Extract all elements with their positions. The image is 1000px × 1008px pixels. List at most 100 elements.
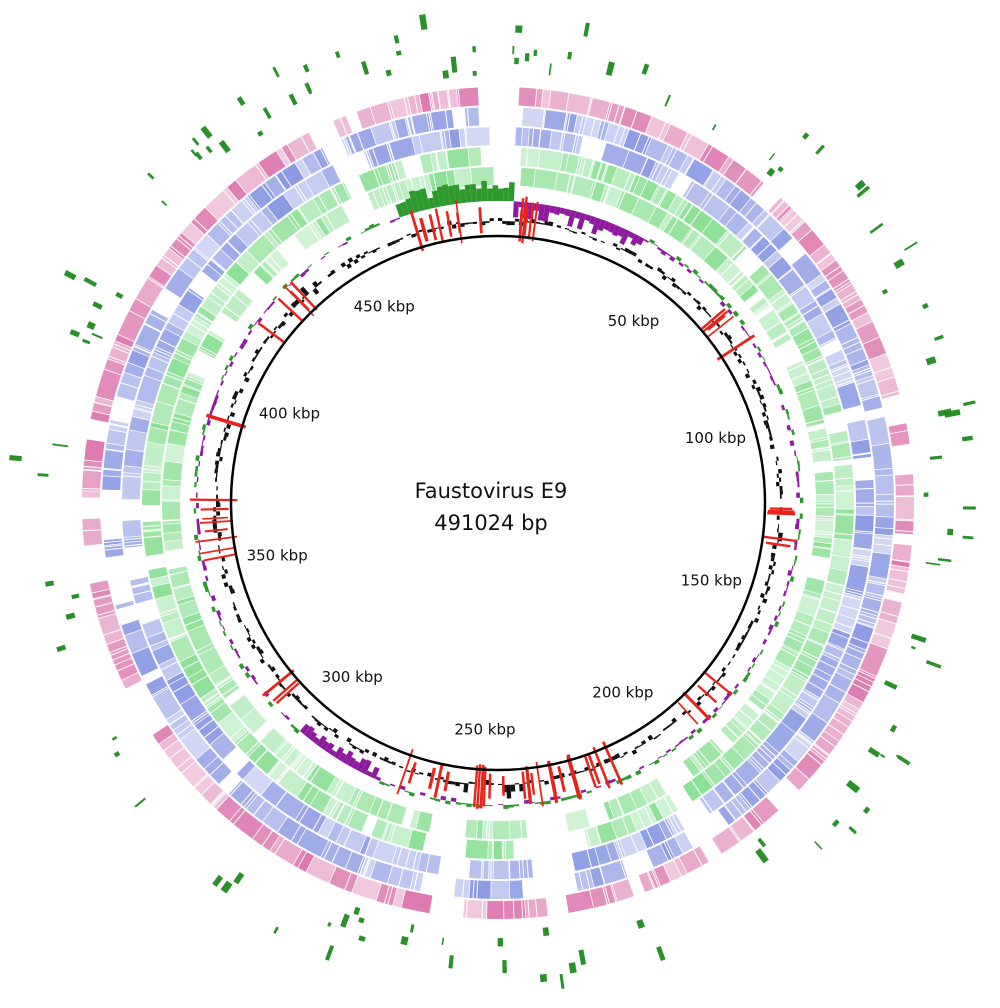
homology-segment [549,90,569,111]
segment-separator [168,565,187,570]
homology-segment [306,764,336,792]
outer-feature [409,924,415,933]
outer-feature [755,848,769,864]
homology-segment [515,127,523,146]
outer-feature [937,408,952,417]
skew-bar [656,246,663,252]
segment-separator [748,757,763,772]
skew-bar [559,207,566,215]
segment-separator [217,316,234,328]
homology-segment [605,102,625,124]
gc-bar [631,251,637,257]
skew-bar [597,219,607,232]
segment-separator [457,88,461,107]
gc-bar [778,477,782,482]
segment-separator [328,800,339,817]
highlight-line [455,212,461,234]
gc-bar [360,254,366,259]
segment-separator [840,290,857,301]
outer-feature [288,93,298,106]
gc-bar [506,784,512,799]
segment-separator [833,456,852,460]
segment-separator [429,112,434,131]
segment-separator [596,141,603,160]
skew-bar [666,252,672,257]
segment-separator [630,110,638,129]
segment-separator [851,636,869,644]
segment-separator [162,519,181,522]
skew-bar [324,742,335,754]
gc-bar [219,456,223,462]
homology-segment [207,259,225,276]
segment-separator [138,702,155,713]
homology-segment [373,840,397,864]
gc-bar [603,758,609,764]
highlight-line [482,766,487,807]
segment-separator [398,868,404,887]
outer-feature-markers [9,14,976,989]
homology-segment [253,265,273,285]
segment-separator [507,167,509,186]
homology-segment [595,844,611,865]
highlight-line [428,214,438,241]
segment-separator [682,134,692,151]
segment-separator [702,194,714,210]
homology-segment [770,690,795,714]
homology-segment [469,880,491,899]
segment-separator [175,352,192,361]
segment-separator [814,532,833,536]
segment-separator [861,607,879,614]
segment-separator [167,560,186,565]
gc-bar [544,221,550,226]
homology-segment [611,167,636,192]
homology-segment [802,589,822,601]
homology-segment [261,781,287,807]
homology-segment [152,583,173,600]
homology-segment [770,228,793,251]
segment-separator [144,322,162,332]
segment-separator [776,301,792,313]
gc-bar [759,399,763,405]
homology-segment [562,133,579,154]
gc-bar [300,702,305,707]
homology-segment [177,599,200,618]
skew-bar [284,714,290,721]
tick-label-200-kbp: 200 kbp [592,684,653,702]
gc-bar [221,565,225,571]
homology-segment [446,169,456,189]
outer-feature [69,329,81,338]
highlight-line [210,416,242,428]
gc-bar [766,586,771,592]
segment-separator [336,803,346,821]
gc-bar [375,247,381,251]
segment-separator [814,743,830,756]
gc-bar [514,782,520,785]
segment-separator [856,622,874,629]
segment-separator [198,350,215,360]
segment-separator [778,208,793,222]
skew-bar [537,203,546,221]
gc-bar [383,756,389,763]
homology-segment [493,840,504,859]
homology-segment [183,376,204,391]
segment-separator [578,872,584,890]
segment-separator [668,817,679,834]
gc-bar [556,224,562,229]
segment-separator [352,789,362,807]
gc-bar [246,636,252,643]
skew-bar [649,238,656,245]
homology-segment [715,258,741,284]
segment-separator [692,753,705,769]
homology-segment [90,411,110,423]
homology-segment [832,538,853,558]
gc-bar [220,444,223,449]
segment-separator [125,551,144,556]
skew-bar [280,711,286,717]
gc-bar [311,715,316,720]
segment-separator [133,590,152,596]
gc-bar [737,358,743,364]
gc-bar [653,735,658,740]
segment-separator [744,733,759,747]
homology-segment [407,94,423,115]
homology-segment [122,520,142,538]
